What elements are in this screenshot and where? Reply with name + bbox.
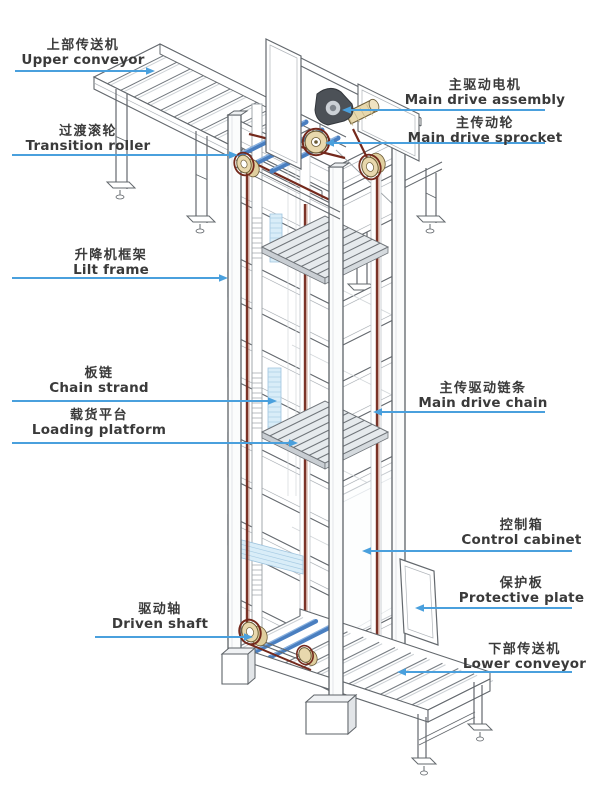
label-main-drive-sprocket-en: Main drive sprocket: [407, 130, 563, 147]
label-transition-roller-zh: 过渡滚轮: [58, 124, 117, 139]
label-driven-shaft-en: Driven shaft: [111, 616, 209, 633]
label-lift-frame-en: Lilt frame: [73, 262, 149, 279]
label-chain-strand-zh: 板链: [84, 366, 114, 381]
label-loading-platform-zh: 载货平台: [69, 408, 128, 423]
tower-posts-front: [220, 110, 358, 736]
label-control-cabinet-zh: 控制箱: [499, 518, 544, 533]
label-chain-strand: 板链 Chain strand: [19, 366, 179, 397]
label-main-drive-assembly-zh: 主驱动电机: [448, 78, 522, 93]
label-main-drive-chain: 主传驱动链条 Main drive chain: [398, 381, 568, 412]
label-chain-strand-en: Chain strand: [49, 380, 149, 397]
label-control-cabinet: 控制箱 Control cabinet: [444, 518, 599, 549]
leader-lines: [12, 67, 572, 676]
main-drive-assembly-drawing: [233, 38, 422, 181]
label-main-drive-chain-zh: 主传驱动链条: [439, 381, 527, 396]
leader-lower-conveyor: [397, 668, 572, 676]
label-upper-conveyor-zh: 上部传送机: [46, 38, 120, 53]
leader-main-drive-chain: [373, 408, 545, 416]
protective-plate-drawing: [399, 558, 439, 646]
label-driven-shaft: 驱动轴 Driven shaft: [80, 602, 240, 633]
label-protective-plate-en: Protective plate: [458, 590, 585, 607]
label-transition-roller: 过渡滚轮 Transition roller: [8, 124, 168, 155]
label-main-drive-chain-en: Main drive chain: [418, 395, 548, 412]
label-upper-conveyor-en: Upper conveyor: [21, 52, 145, 69]
leader-lift-frame: [12, 274, 228, 282]
label-loading-platform: 载货平台 Loading platform: [19, 408, 179, 439]
control-cabinet-drawing: [335, 466, 399, 644]
label-lower-conveyor-zh: 下部传送机: [488, 642, 561, 657]
leader-main-drive-sprocket: [325, 139, 545, 147]
label-transition-roller-en: Transition roller: [25, 138, 151, 155]
label-lift-frame: 升降机框架 Lilt frame: [31, 248, 191, 279]
leader-transition-roller: [12, 151, 238, 159]
leader-main-drive-assembly: [342, 106, 545, 114]
label-main-drive-assembly-en: Main drive assembly: [404, 92, 566, 109]
lower-conveyor-drawing: [237, 608, 494, 776]
label-protective-plate: 保护板 Protective plate: [444, 576, 599, 607]
label-protective-plate-zh: 保护板: [499, 576, 544, 591]
leader-loading-platform: [12, 439, 298, 447]
label-control-cabinet-en: Control cabinet: [461, 532, 582, 549]
leader-control-cabinet: [362, 547, 572, 555]
label-upper-conveyor: 上部传送机 Upper conveyor: [3, 38, 163, 69]
label-lift-frame-zh: 升降机框架: [74, 248, 148, 263]
leader-driven-shaft: [95, 633, 253, 641]
label-lower-conveyor: 下部传送机 Lower conveyor: [447, 642, 600, 673]
leader-upper-conveyor: [15, 67, 155, 75]
label-main-drive-sprocket-zh: 主传动轮: [455, 116, 514, 131]
label-loading-platform-en: Loading platform: [31, 422, 167, 439]
label-lower-conveyor-en: Lower conveyor: [462, 656, 587, 673]
label-main-drive-sprocket: 主传动轮 Main drive sprocket: [400, 116, 570, 147]
label-driven-shaft-zh: 驱动轴: [138, 602, 182, 617]
leader-protective-plate: [415, 604, 572, 612]
driven-shaft-drawing: [238, 618, 318, 671]
label-main-drive-assembly: 主驱动电机 Main drive assembly: [400, 78, 570, 109]
leader-chain-strand: [12, 397, 277, 405]
